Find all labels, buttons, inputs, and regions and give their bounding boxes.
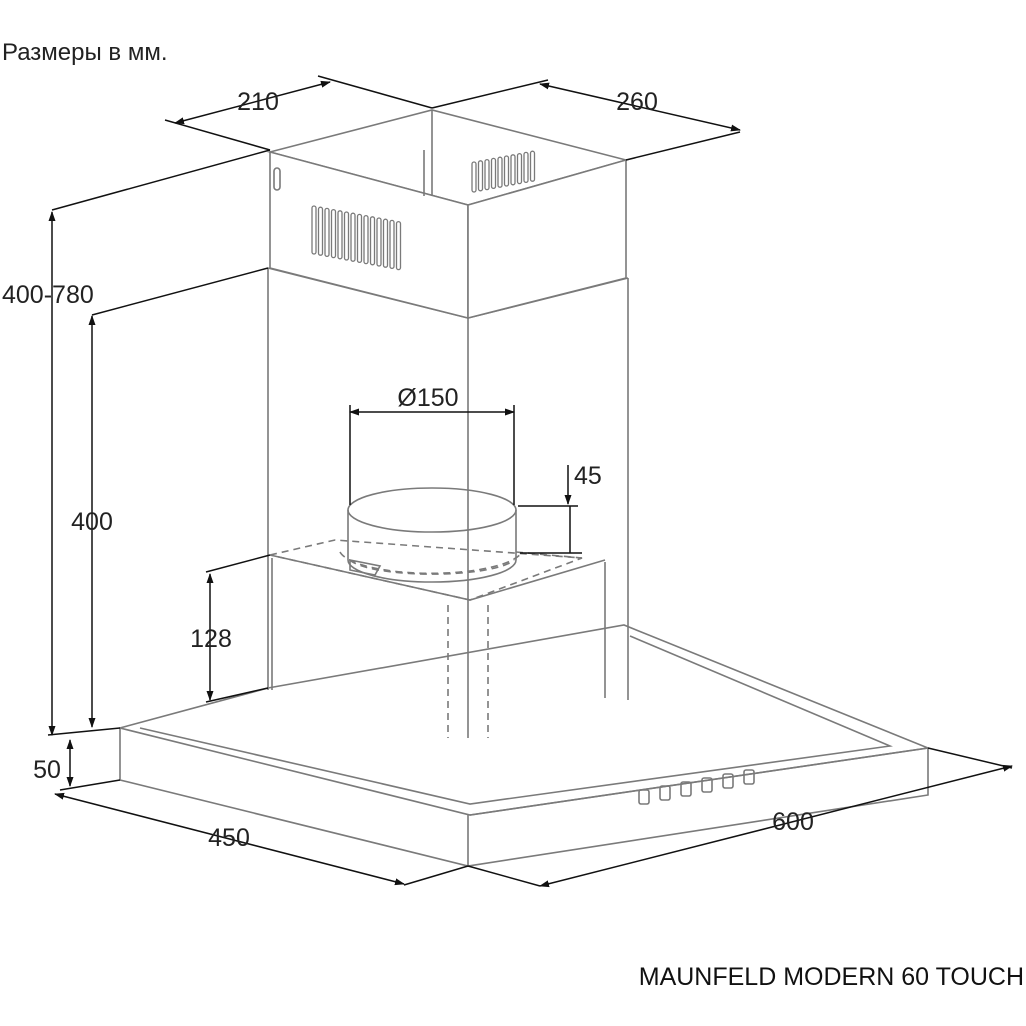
vent-slot bbox=[395, 220, 402, 271]
vent-slot bbox=[477, 160, 484, 192]
upper-chimney bbox=[266, 109, 630, 320]
dim-canopy-width-label: 600 bbox=[772, 808, 814, 836]
dim-chimney-height-label: 400 bbox=[71, 508, 113, 536]
vent-slot bbox=[324, 207, 330, 258]
vent-slot bbox=[356, 213, 363, 264]
dim-outlet-collar-label: 45 bbox=[574, 462, 602, 490]
vent-slot bbox=[317, 206, 324, 256]
vent-slot bbox=[337, 210, 343, 260]
dim-canopy-thickness-label: 50 bbox=[33, 756, 61, 784]
control-button bbox=[659, 785, 671, 801]
vent-slot bbox=[490, 157, 497, 190]
model-name: MAUNFELD MODERN 60 TOUCH bbox=[639, 963, 1024, 991]
dim-motor-box-label: 128 bbox=[190, 625, 232, 653]
vent-slot bbox=[471, 161, 477, 193]
outlet-collar bbox=[339, 487, 583, 583]
control-button bbox=[638, 789, 650, 805]
units-note: Размеры в мм. bbox=[2, 39, 168, 66]
vent-slot bbox=[510, 154, 516, 186]
dimension-lines bbox=[47, 75, 1013, 888]
vent-slot bbox=[330, 208, 337, 259]
dim-outlet-diameter-label: Ø150 bbox=[397, 384, 458, 412]
vent-slot bbox=[376, 217, 382, 267]
vent-slots-side bbox=[471, 150, 536, 193]
vent-slot bbox=[350, 212, 356, 262]
vent-slot bbox=[382, 218, 389, 268]
vent-slot bbox=[529, 150, 536, 182]
hood-body bbox=[116, 109, 932, 867]
dim-canopy-depth-label: 450 bbox=[208, 824, 250, 852]
vent-slot bbox=[516, 152, 523, 185]
vent-slot bbox=[484, 158, 490, 191]
dim-chimney-width-label: 260 bbox=[616, 88, 658, 116]
vent-slot bbox=[389, 219, 395, 270]
vent-slot bbox=[497, 156, 503, 188]
vent-slot bbox=[343, 211, 350, 261]
vent-slots-front bbox=[311, 205, 402, 271]
dim-total-height-label: 400-780 bbox=[2, 281, 94, 309]
dim-chimney-depth-label: 210 bbox=[237, 88, 279, 116]
vent-slot bbox=[369, 216, 376, 266]
vent-slot bbox=[503, 155, 510, 187]
vent-slot bbox=[523, 151, 529, 184]
vent-slot bbox=[363, 214, 369, 265]
vent-slot bbox=[311, 205, 317, 255]
